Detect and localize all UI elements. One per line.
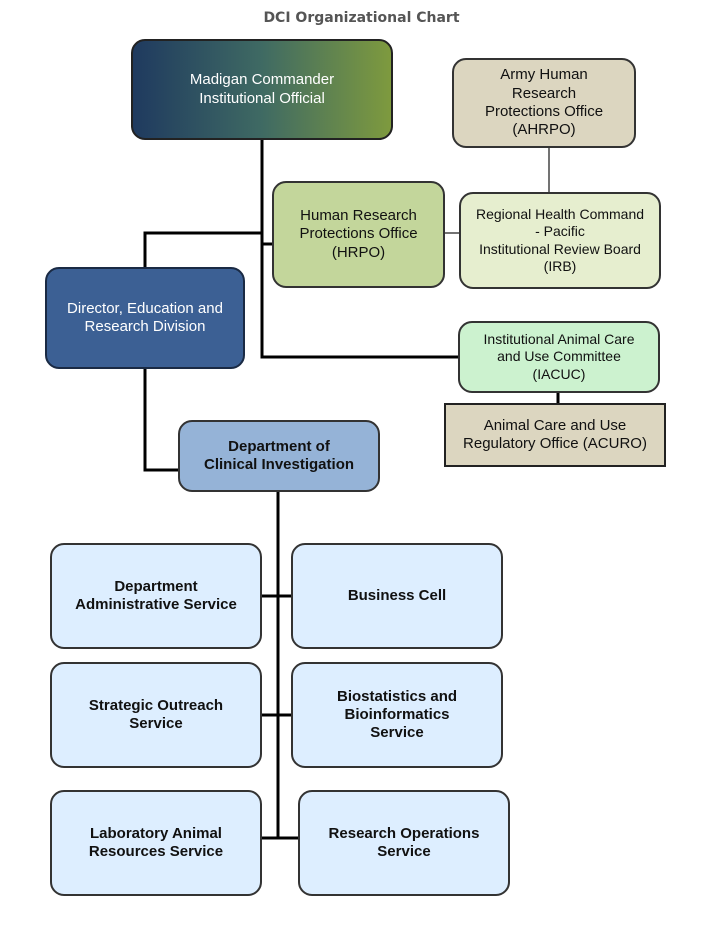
administrative-service-box: Department Administrative Service [50,543,262,649]
irb-box: Regional Health Command - Pacific Instit… [459,192,661,289]
ahrpo-box: Army Human Research Protections Office (… [452,58,636,148]
research-operations-label: Research Operations Service [328,824,480,860]
business-cell-label: Business Cell [347,586,447,604]
strategic-outreach-label: Strategic Outreach Service [88,696,224,732]
administrative-service-label: Department Administrative Service [75,577,237,613]
biostatistics-box: Biostatistics and Bioinformatics Service [291,662,503,768]
iacuc-box: Institutional Animal Care and Use Commit… [458,321,660,393]
director-box: Director, Education and Research Divisio… [45,267,245,369]
research-operations-box: Research Operations Service [298,790,510,896]
laboratory-animal-resources-box: Laboratory Animal Resources Service [50,790,262,896]
chart-title: DCI Organizational Chart [263,10,460,26]
director-label: Director, Education and Research Divisio… [67,299,223,335]
irb-label: Regional Health Command - Pacific Instit… [475,206,645,274]
acuro-label: Animal Care and Use Regulatory Office (A… [463,416,647,452]
laboratory-animal-resources-label: Laboratory Animal Resources Service [88,824,224,860]
iacuc-label: Institutional Animal Care and Use Commit… [483,331,635,382]
dci-label: Department of Clinical Investigation [203,437,355,473]
madigan-commander-label: Madigan Commander Institutional Official [189,71,335,107]
hrpo-box: Human Research Protections Office (HRPO) [272,181,445,288]
biostatistics-label: Biostatistics and Bioinformatics Service [336,687,458,742]
business-cell-box: Business Cell [291,543,503,649]
ahrpo-label: Army Human Research Protections Office (… [484,66,604,139]
acuro-box: Animal Care and Use Regulatory Office (A… [444,403,666,467]
madigan-commander-box: Madigan Commander Institutional Official [131,39,393,140]
dci-box: Department of Clinical Investigation [178,420,380,492]
hrpo-label: Human Research Protections Office (HRPO) [299,207,418,261]
strategic-outreach-box: Strategic Outreach Service [50,662,262,768]
